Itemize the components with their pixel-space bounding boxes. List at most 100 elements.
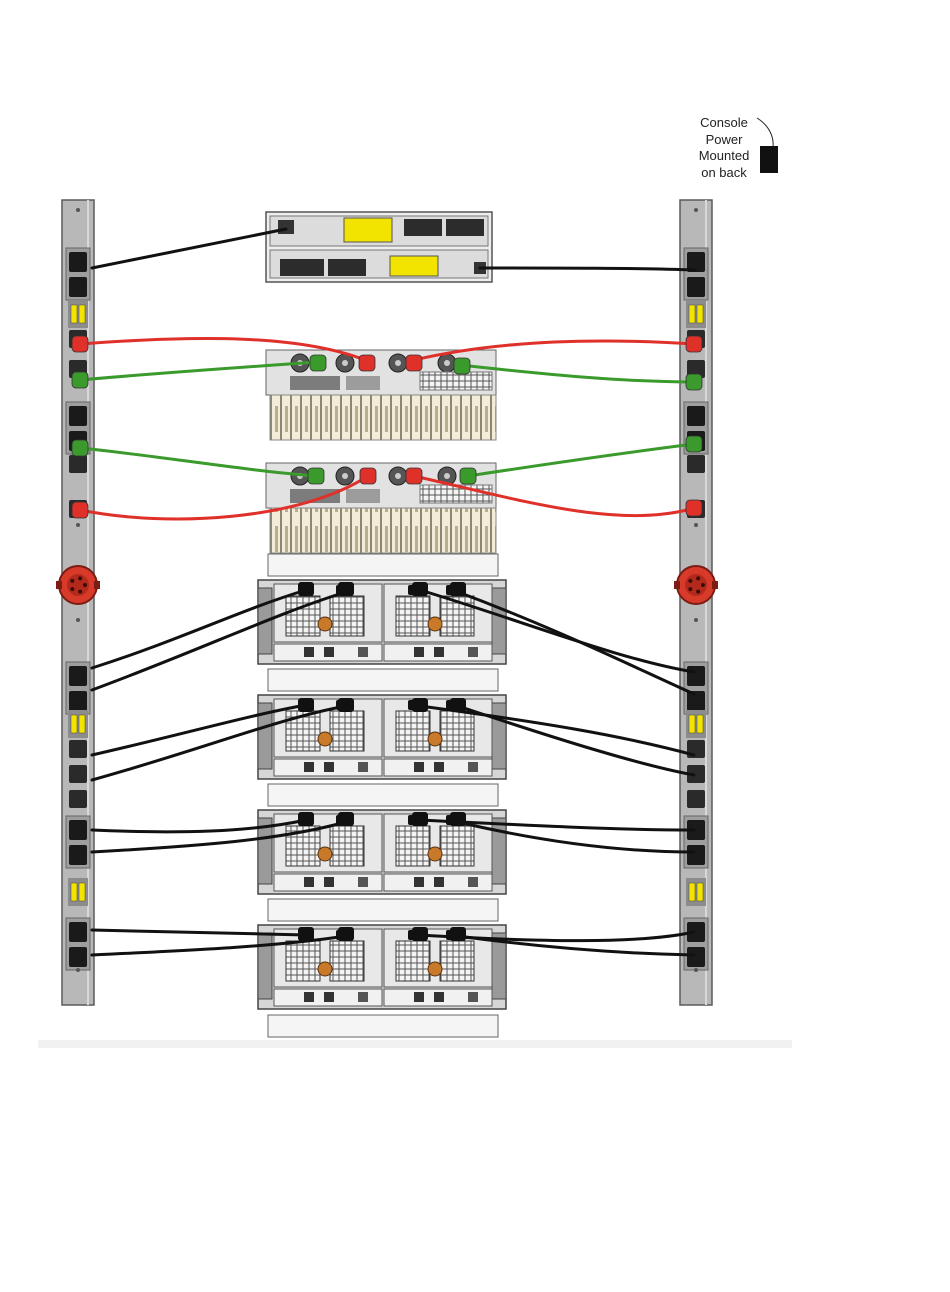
psu-grille [286, 941, 320, 981]
plug-red [686, 336, 702, 352]
enclosure-plug [338, 582, 354, 596]
outlet-group [684, 816, 708, 868]
disk-enclosure [258, 784, 506, 894]
psu-port [358, 762, 368, 772]
outlet-group [66, 248, 90, 300]
console-power-label-line: Mounted [684, 148, 764, 165]
enclosure-top-rail [268, 554, 498, 576]
psu-port [414, 762, 424, 772]
connector-pin [688, 587, 692, 591]
controller-port-block [346, 376, 380, 390]
power-outlet [687, 455, 705, 473]
console-port-bank [280, 259, 324, 276]
connector-pin [83, 583, 87, 587]
psu-port [324, 992, 334, 1002]
console-power-cable [92, 229, 286, 268]
enclosure-plug [412, 698, 428, 712]
plug-red [72, 336, 88, 352]
psu-grille [396, 941, 430, 981]
power-outlet [69, 406, 87, 426]
enclosure-plug [338, 698, 354, 712]
enclosure-top-rail [268, 899, 498, 921]
enclosure-ear [258, 933, 272, 999]
enclosure-plug [450, 582, 466, 596]
breaker-module [68, 300, 88, 328]
power-outlet [69, 845, 87, 865]
controller-vent [420, 372, 492, 390]
connector-pin [70, 587, 74, 591]
psu-port [434, 647, 444, 657]
psu-port [434, 762, 444, 772]
controller-power-cable-green [80, 448, 316, 476]
breaker-switch [79, 305, 85, 323]
psu-port [304, 647, 314, 657]
connector-pin [688, 579, 692, 583]
psu-grille [330, 711, 364, 751]
power-outlet [69, 740, 87, 758]
breaker-switch [79, 883, 85, 901]
power-outlet [69, 252, 87, 272]
power-outlet [69, 455, 87, 473]
psu-port [434, 992, 444, 1002]
power-outlet [687, 790, 705, 808]
psu-grille [440, 826, 474, 866]
psu-fan-icon [428, 617, 442, 631]
enclosure-plug [298, 927, 314, 941]
plug-green [460, 468, 476, 484]
console-power-label-line: on back [684, 165, 764, 182]
breaker-switch [71, 305, 77, 323]
breaker-module [686, 710, 706, 738]
controller-power-cable-green [468, 444, 694, 476]
psu-port [414, 992, 424, 1002]
console-power-socket [278, 220, 294, 234]
controller-port-block [346, 489, 380, 503]
psu-port [468, 762, 478, 772]
psu-fan-icon [428, 962, 442, 976]
psu-grille [440, 711, 474, 751]
plug-green [686, 436, 702, 452]
power-outlet [687, 691, 705, 711]
console-handle [344, 218, 392, 242]
console-power-cable [480, 268, 695, 270]
connector-tab [674, 581, 680, 589]
rack-devices [258, 212, 506, 1037]
breaker-module [686, 878, 706, 906]
plug-green [72, 372, 88, 388]
power-outlet [687, 406, 705, 426]
fan-icon [389, 467, 407, 485]
psu-fan-icon [428, 732, 442, 746]
outlet-group [684, 248, 708, 300]
left-pdu [56, 200, 100, 1005]
power-outlet [687, 947, 705, 967]
console-handle [390, 256, 438, 276]
controller-vent [420, 485, 492, 503]
power-outlet [69, 666, 87, 686]
outlet-group [684, 918, 708, 970]
indicator-dot [76, 968, 80, 972]
plug-red [360, 468, 376, 484]
fan-icon [438, 354, 456, 372]
psu-grille [330, 941, 364, 981]
connector-tab [712, 581, 718, 589]
plug-red [359, 355, 375, 371]
power-outlet [687, 666, 705, 686]
psu-port [324, 877, 334, 887]
indicator-dot [694, 618, 698, 622]
enclosure-ear [492, 588, 506, 654]
psu-grille [396, 596, 430, 636]
psu-fan-icon [318, 847, 332, 861]
breaker-switch [71, 883, 77, 901]
console-unit [266, 212, 492, 282]
breaker-switch [697, 715, 703, 733]
power-outlet [69, 820, 87, 840]
breaker-switch [697, 883, 703, 901]
psu-port [414, 877, 424, 887]
power-outlet [69, 947, 87, 967]
disk-enclosure [258, 669, 506, 779]
power-supply-module [274, 929, 382, 1006]
plug-green [454, 358, 470, 374]
enclosure-plug [450, 812, 466, 826]
indicator-dot [76, 618, 80, 622]
psu-port [304, 762, 314, 772]
